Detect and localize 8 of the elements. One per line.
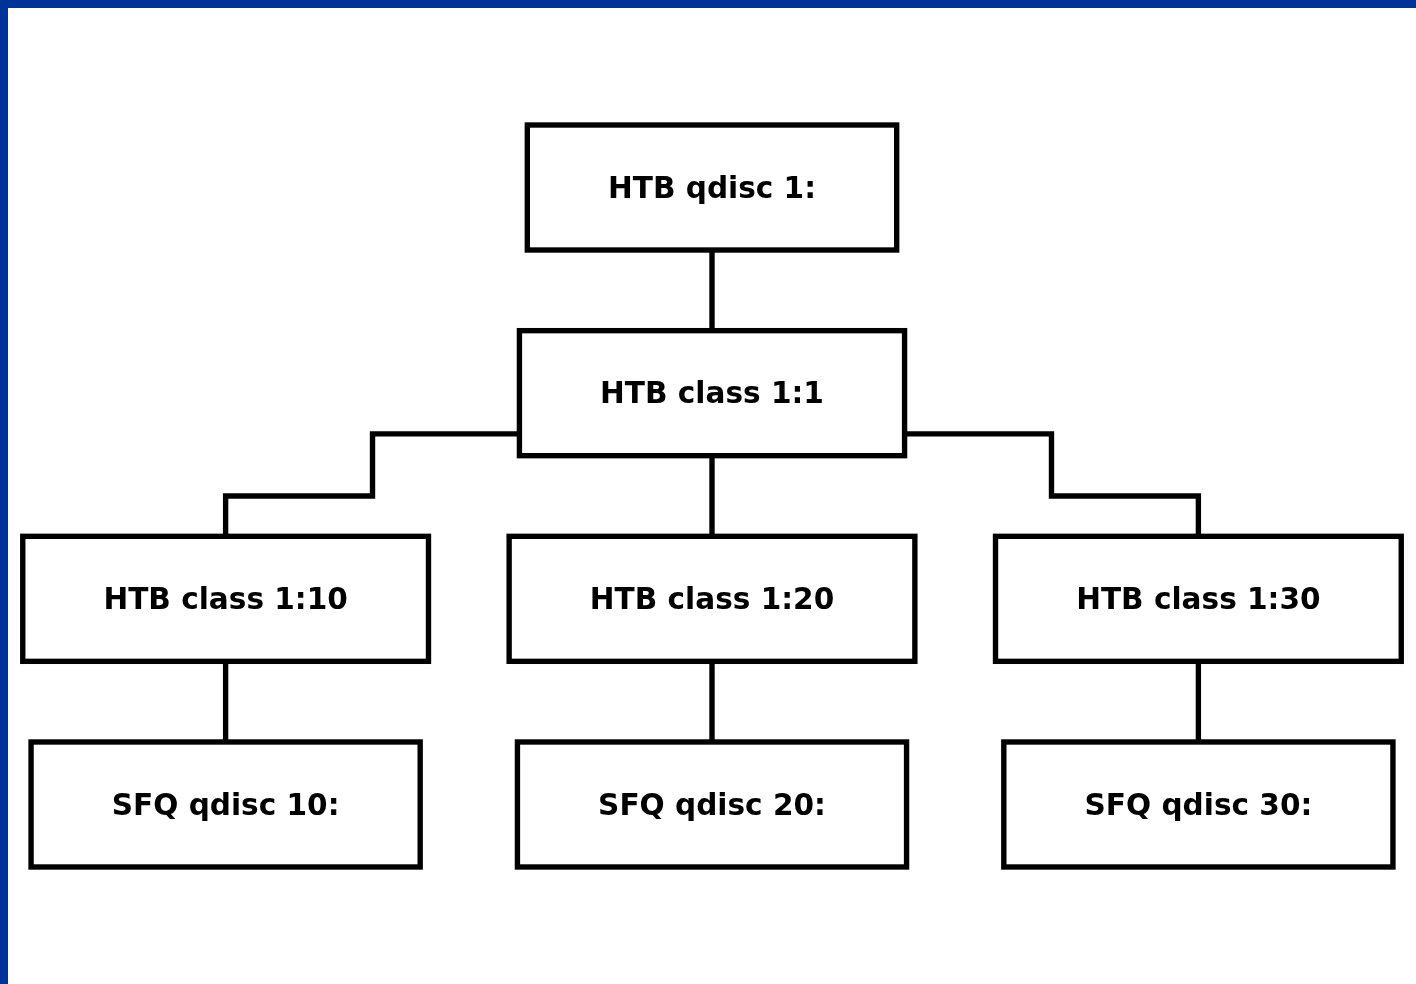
node-box: SFQ qdisc 30: bbox=[1001, 739, 1396, 870]
node-box: HTB qdisc 1: bbox=[524, 122, 900, 253]
node-box: HTB class 1:30 bbox=[992, 533, 1404, 665]
node-box: SFQ qdisc 10: bbox=[28, 739, 423, 870]
node-box: HTB class 1:1 bbox=[516, 328, 908, 459]
node-box: HTB class 1:10 bbox=[20, 533, 432, 665]
node-box: SFQ qdisc 20: bbox=[514, 739, 910, 870]
node-box: HTB class 1:20 bbox=[506, 533, 918, 665]
